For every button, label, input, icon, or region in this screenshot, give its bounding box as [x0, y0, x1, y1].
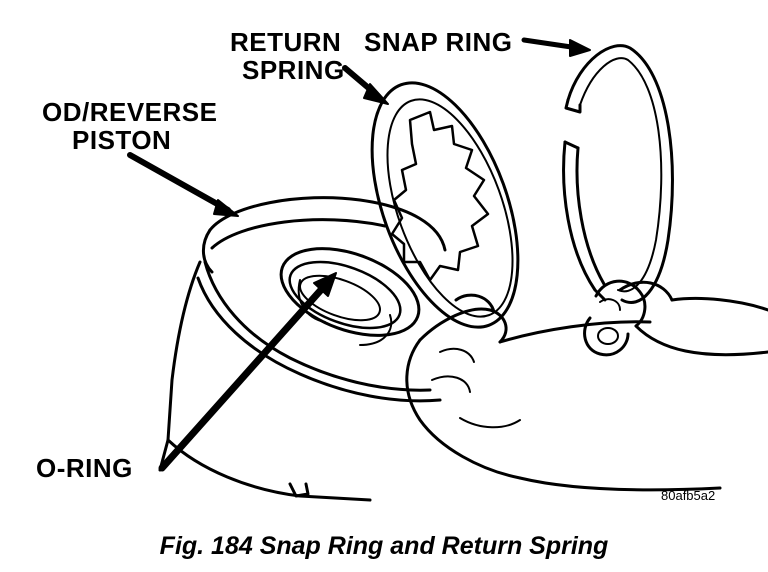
return-spring-label: RETURN SPRING: [230, 28, 345, 84]
od-reverse-piston-label-line-1: OD/REVERSE: [42, 97, 218, 127]
o-ring-arrow: [158, 272, 337, 472]
left-hand: [405, 293, 722, 492]
snap-ring-label: SNAP RING: [364, 27, 513, 57]
od-reverse-piston-label-line-2: PISTON: [72, 125, 172, 155]
return-spring-label-line-1: RETURN: [230, 27, 342, 57]
od-reverse-piston-label: OD/REVERSE PISTON: [42, 98, 218, 154]
piston-arrow: [127, 152, 239, 217]
right-hand: [583, 279, 768, 357]
figure-caption: Fig. 184 Snap Ring and Return Spring: [159, 532, 609, 560]
transmission-diagram: [127, 37, 768, 502]
return-spring-arrow: [342, 65, 389, 105]
o-ring-label: O-RING: [36, 453, 133, 483]
figure-code: 80afb5a2: [661, 488, 716, 503]
return-spring-label-line-2: SPRING: [242, 55, 345, 85]
snap-ring: [562, 44, 674, 304]
snap-ring-arrow: [521, 37, 591, 57]
return-spring: [370, 81, 520, 329]
